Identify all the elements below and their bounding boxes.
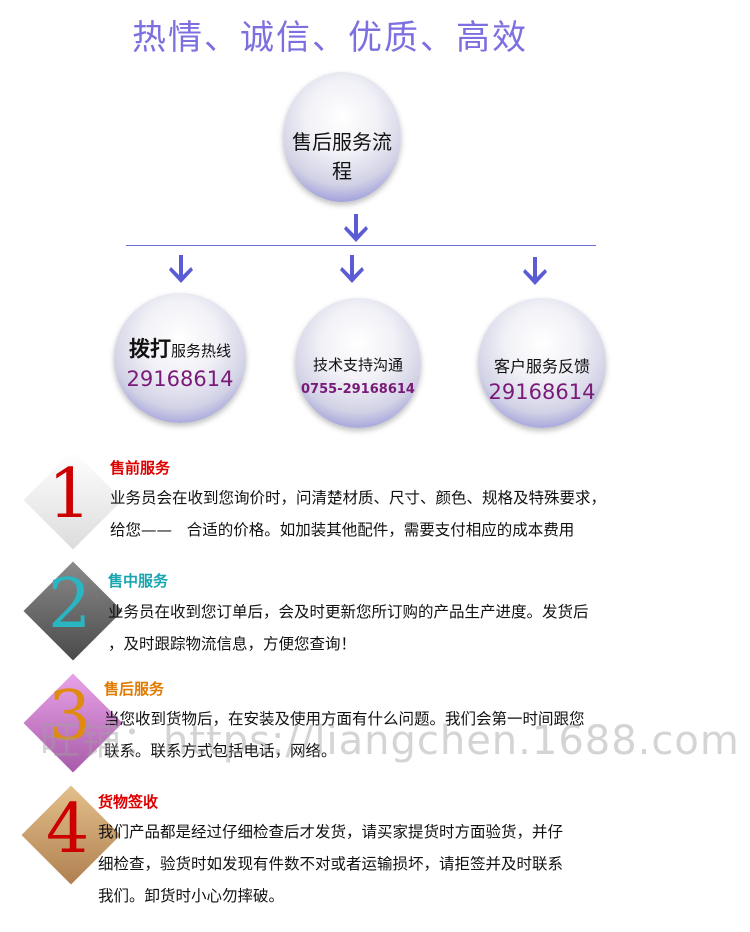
step-4-line-3: 我们。卸货时小心勿摔破。 <box>98 887 285 905</box>
hotline-title: 拨打服务热线 <box>114 333 246 363</box>
down-arrow-icon <box>344 214 368 242</box>
step-4-title: 货物签收 <box>98 793 159 811</box>
step-3-line-2: 联系。联系方式包括电话，网络。 <box>104 742 337 760</box>
tech-support-title: 技术支持沟通 <box>312 356 403 374</box>
down-arrow-icon <box>340 255 364 283</box>
down-arrow-icon <box>169 255 193 283</box>
tech-support-bubble: 技术支持沟通 0755-29168614 <box>295 298 421 428</box>
step-3-body: 当您收到货物后，在安装及使用方面有什么问题。我们会第一时间跟您联系。联系方式包括… <box>104 703 585 767</box>
shop-watermark: 旺铺：https://liangchen.1688.com <box>40 718 740 764</box>
step-2-line-1: 业务员在收到您订单后，会及时更新您所订购的产品生产进度。发货后 <box>108 603 589 621</box>
step-3-number: 3 <box>48 677 92 756</box>
step-1-line-2: 给您—— 合适的价格。如加装其他配件，需要支付相应的成本费用 <box>110 521 575 539</box>
tech-support-number: 0755-29168614 <box>301 382 415 397</box>
customer-feedback-number: 29168614 <box>488 380 596 404</box>
down-arrow-icon <box>523 257 547 285</box>
slogan-heading: 热情、诚信、优质、高效 <box>132 18 528 58</box>
step-1-title: 售前服务 <box>110 459 171 477</box>
main-flow-bubble: 售后服务流程 <box>283 72 401 202</box>
customer-feedback-bubble: 客户服务反馈 29168614 <box>478 298 606 428</box>
step-2-line-2: ，及时跟踪物流信息，方便您查询！ <box>108 635 357 653</box>
step-4-line-2: 细检查，验货时如发现有件数不对或者运输损坏，请拒签并及时联系 <box>98 855 564 873</box>
hotline-number: 29168614 <box>126 367 234 391</box>
step-2-number: 2 <box>48 565 92 644</box>
step-4-number: 4 <box>46 790 90 869</box>
hotline-title-small: 服务热线 <box>170 342 231 360</box>
step-1-number: 1 <box>48 455 92 534</box>
hotline-bubble: 拨打服务热线 29168614 <box>114 293 246 423</box>
step-4-line-1: 我们产品都是经过仔细检查后才发货，请买家提货时方面验货，并仔 <box>98 823 564 841</box>
step-3-title: 售后服务 <box>104 680 165 698</box>
hotline-title-big: 拨打 <box>128 337 171 361</box>
step-1-body: 业务员会在收到您询价时，问清楚材质、尺寸、颜色、规格及特殊要求， 给您—— 合适的… <box>110 482 606 546</box>
step-2-body: 业务员在收到您订单后，会及时更新您所订购的产品生产进度。发货后 ，及时跟踪物流信息… <box>108 596 589 660</box>
step-2-title: 售中服务 <box>108 572 169 590</box>
step-3-line-1: 当您收到货物后，在安装及使用方面有什么问题。我们会第一时间跟您 <box>104 710 585 728</box>
flow-branch-line <box>126 245 596 246</box>
step-1-line-1: 业务员会在收到您询价时，问清楚材质、尺寸、颜色、规格及特殊要求， <box>110 489 607 507</box>
step-4-body: 我们产品都是经过仔细检查后才发货，请买家提货时方面验货，并仔细检查，验货时如发现… <box>98 816 563 912</box>
main-flow-title: 售后服务流程 <box>292 130 392 183</box>
customer-feedback-title: 客户服务反馈 <box>493 357 590 376</box>
